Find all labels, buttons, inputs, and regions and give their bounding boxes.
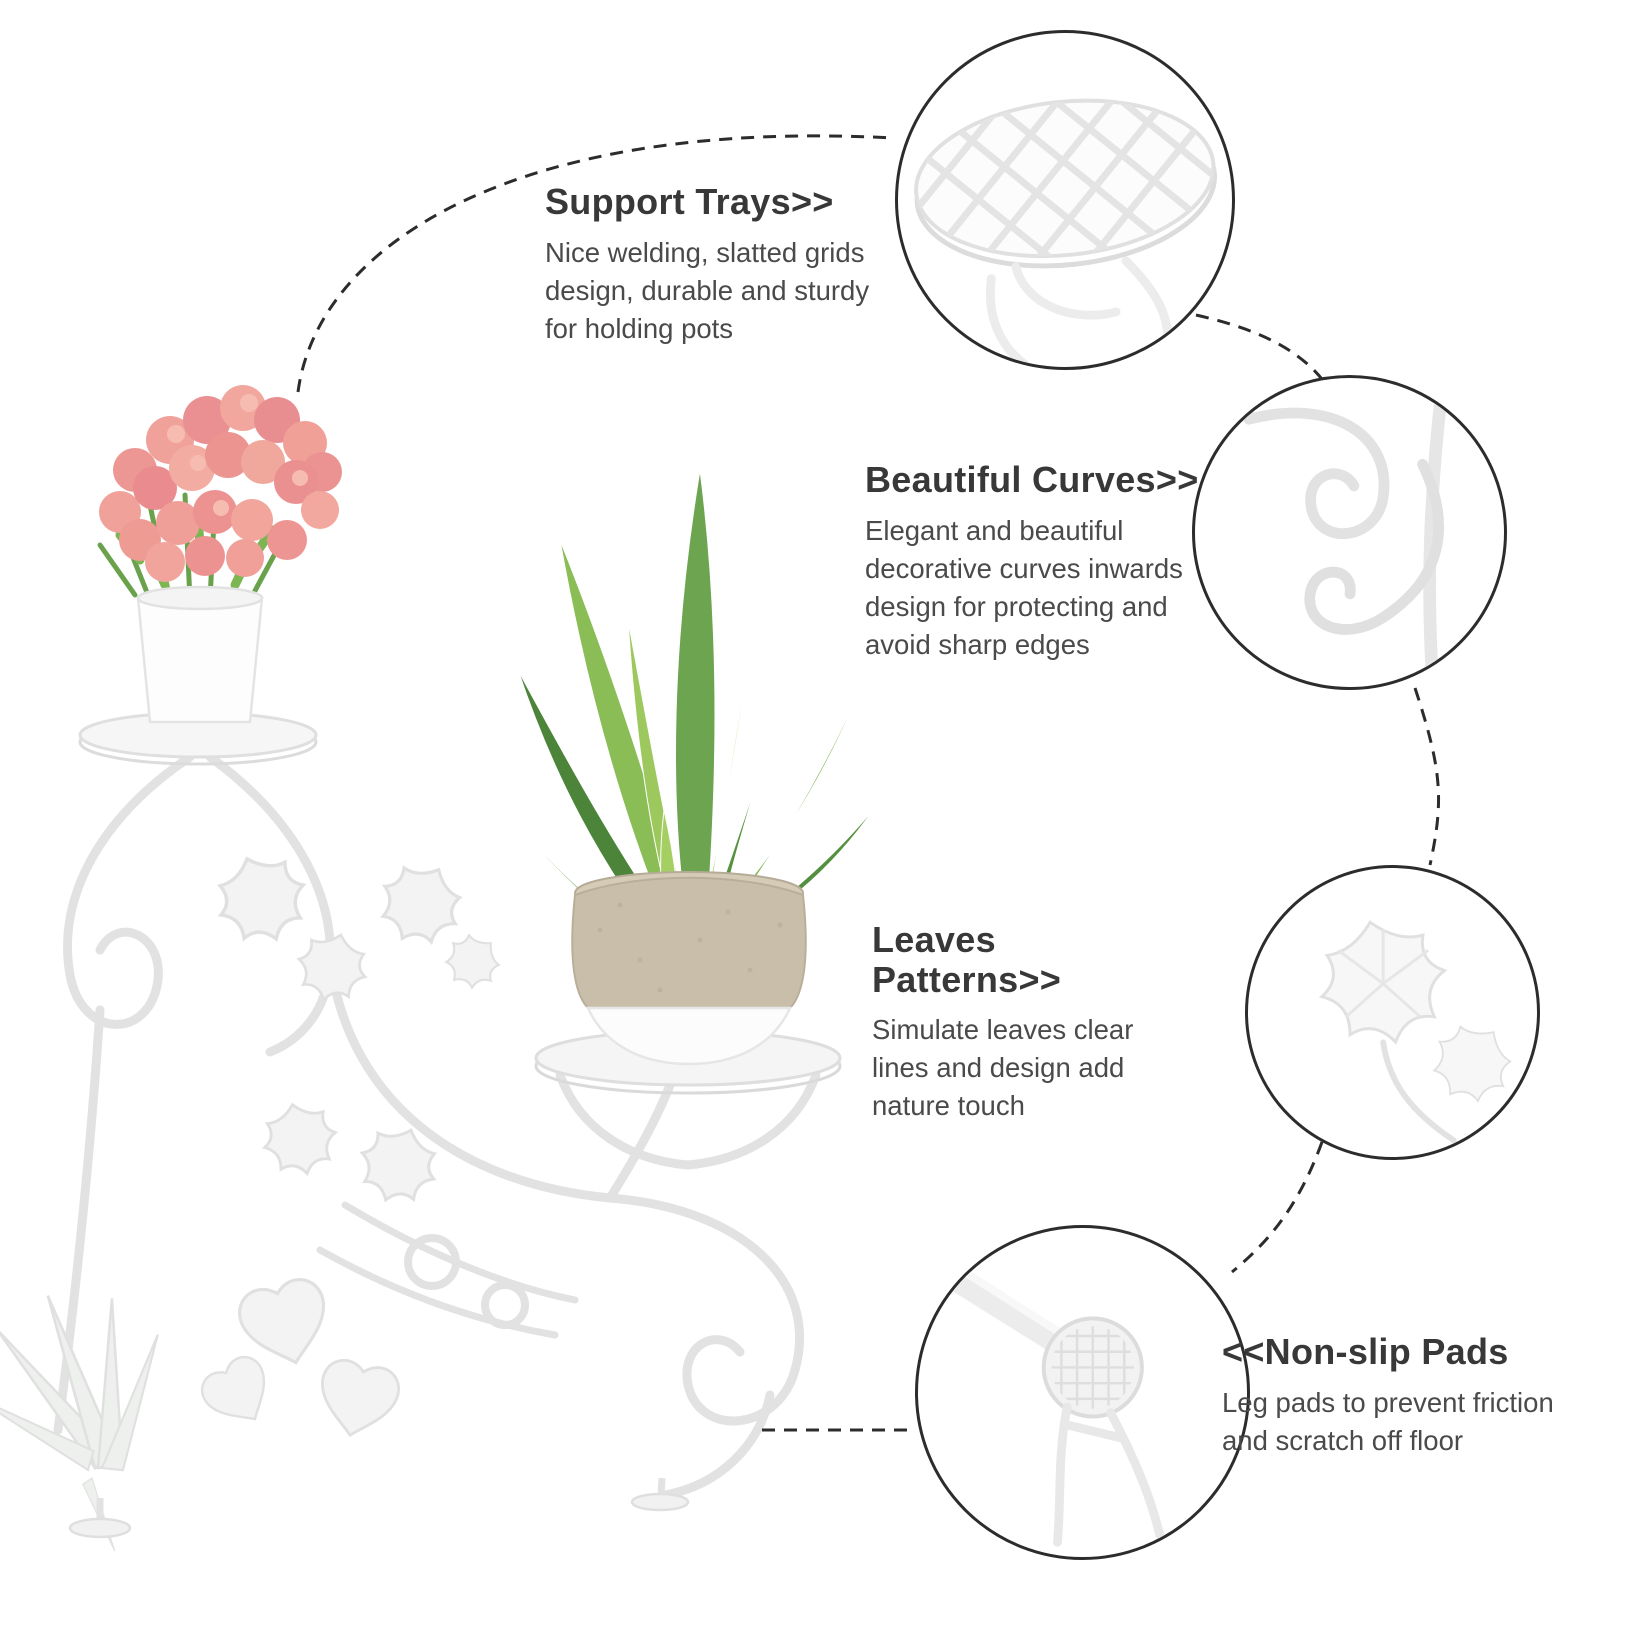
stand-base-spikes [0,1289,172,1555]
feature-desc-beautiful-curves: Elegant and beautiful decorative curves … [865,514,1183,660]
callout-non-slip-pads [915,1225,1250,1560]
feature-title-leaves-patterns: Leaves Patterns>> [872,919,1062,1000]
leg-pad-detail-photo [944,1266,1165,1547]
feature-desc-support-trays: Nice welding, slatted grids design, dura… [545,236,870,344]
connector-support-trays [296,134,894,393]
feature-title-support-trays: Support Trays>> [545,181,834,222]
agave-plant [497,469,877,951]
callout-beautiful-curves [1192,375,1507,690]
feature-support-trays: Support Trays>> Nice welding, slatted gr… [545,182,895,348]
feature-desc-leaves-patterns: Simulate leaves clear lines and design a… [872,1014,1134,1122]
agave-pot [571,871,807,1066]
plant-stand-frame [53,752,821,1500]
feature-title-beautiful-curves: Beautiful Curves>> [865,459,1199,500]
callout-support-trays [895,30,1235,370]
feature-leaves-patterns: Leaves Patterns>> Simulate leaves clear … [872,920,1182,1125]
lattice-tray-detail-photo [908,86,1222,367]
feature-title-non-slip-pads: <<Non-slip Pads [1222,1331,1509,1372]
scroll-curves-detail-photo [1243,381,1449,684]
pink-flower-plant [97,385,342,724]
callout-leaves-patterns [1245,865,1540,1160]
feature-non-slip-pads: <<Non-slip Pads Leg pads to prevent fric… [1222,1332,1557,1460]
connector-trays-to-curves [1195,313,1332,391]
stand-leaf-ornaments [194,842,511,1445]
white-flower-pot [136,585,264,724]
connector-leaves-to-pads [1231,1141,1324,1274]
feature-desc-non-slip-pads: Leg pads to prevent friction and scratch… [1222,1386,1554,1456]
pink-pompom-flowers [99,385,342,582]
feature-beautiful-curves: Beautiful Curves>> Elegant and beautiful… [865,460,1237,664]
leaf-pattern-detail-photo [1307,907,1527,1144]
stand-feet [68,1477,690,1539]
connector-curves-to-leaves [1413,687,1440,866]
